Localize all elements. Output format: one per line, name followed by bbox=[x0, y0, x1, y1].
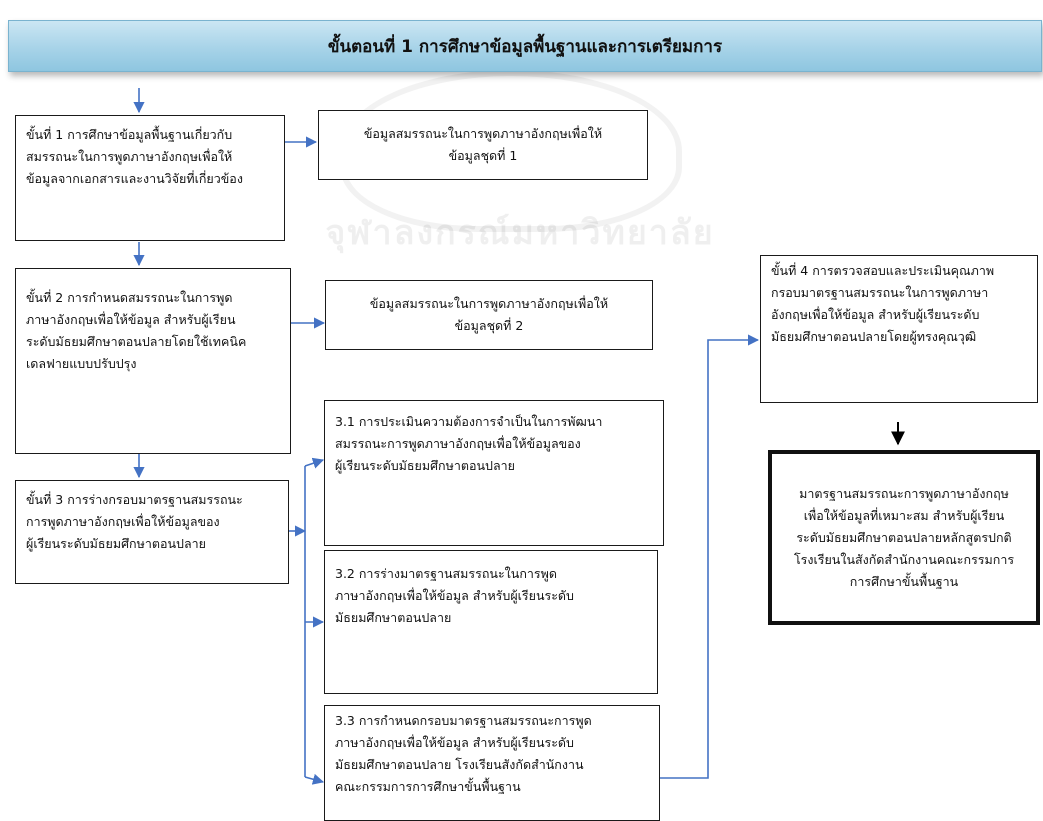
output2-text: ข้อมูลสมรรถนะในการพูดภาษาอังกฤษเพื่อให้ … bbox=[369, 296, 609, 333]
step1-text: ขั้นที่ 1 การศึกษาข้อมูลพื้นฐานเกี่ยวกับ… bbox=[26, 127, 243, 186]
step1-box: ขั้นที่ 1 การศึกษาข้อมูลพื้นฐานเกี่ยวกับ… bbox=[15, 115, 285, 241]
step4-box: ขั้นที่ 4 การตรวจสอบและประเมินคุณภาพ กรอ… bbox=[760, 255, 1038, 403]
step3-text: ขั้นที่ 3 การร่างกรอบมาตรฐานสมรรถนะ การพ… bbox=[26, 492, 243, 551]
substep-3-2-text: 3.2 การร่างมาตรฐานสมรรถนะในการพูด ภาษาอั… bbox=[335, 566, 574, 625]
output1-box: ข้อมูลสมรรถนะในการพูดภาษาอังกฤษเพื่อให้ … bbox=[318, 110, 648, 180]
university-name-watermark: จุฬาลงกรณ์มหาวิทยาลัย bbox=[325, 213, 715, 253]
substep-3-3-text: 3.3 การกำหนดกรอบมาตรฐานสมรรถนะการพูด ภาษ… bbox=[335, 713, 592, 794]
output2-box: ข้อมูลสมรรถนะในการพูดภาษาอังกฤษเพื่อให้ … bbox=[325, 280, 653, 350]
step3-box: ขั้นที่ 3 การร่างกรอบมาตรฐานสมรรถนะ การพ… bbox=[15, 480, 289, 584]
phase-title-banner: ขั้นตอนที่ 1 การศึกษาข้อมูลพื้นฐานและการ… bbox=[8, 20, 1042, 72]
arrow-bracket-to-s33 bbox=[304, 773, 325, 785]
substep-3-1-text: 3.1 การประเมินความต้องการจำเป็นในการพัฒน… bbox=[335, 414, 603, 473]
step2-text: ขั้นที่ 2 การกำหนดสมรรถนะในการพูด ภาษาอั… bbox=[26, 290, 247, 371]
substep-3-2-box: 3.2 การร่างมาตรฐานสมรรถนะในการพูด ภาษาอั… bbox=[324, 550, 658, 694]
final-standard-text: มาตรฐานสมรรถนะการพูดภาษาอังกฤษ เพื่อให้ข… bbox=[793, 485, 1015, 589]
output1-text: ข้อมูลสมรรถนะในการพูดภาษาอังกฤษเพื่อให้ … bbox=[363, 126, 603, 163]
substep-3-3-box: 3.3 การกำหนดกรอบมาตรฐานสมรรถนะการพูด ภาษ… bbox=[324, 705, 660, 821]
step4-text: ขั้นที่ 4 การตรวจสอบและประเมินคุณภาพ กรอ… bbox=[771, 263, 995, 344]
step2-box: ขั้นที่ 2 การกำหนดสมรรถนะในการพูด ภาษาอั… bbox=[15, 268, 291, 454]
substep-3-1-box: 3.1 การประเมินความต้องการจำเป็นในการพัฒน… bbox=[324, 400, 664, 546]
phase-title: ขั้นตอนที่ 1 การศึกษาข้อมูลพื้นฐานและการ… bbox=[327, 36, 723, 57]
arrow-s33-to-step4 bbox=[660, 334, 760, 779]
arrow-bracket-to-s31 bbox=[304, 457, 325, 469]
final-standard-box: มาตรฐานสมรรถนะการพูดภาษาอังกฤษ เพื่อให้ข… bbox=[768, 450, 1040, 625]
